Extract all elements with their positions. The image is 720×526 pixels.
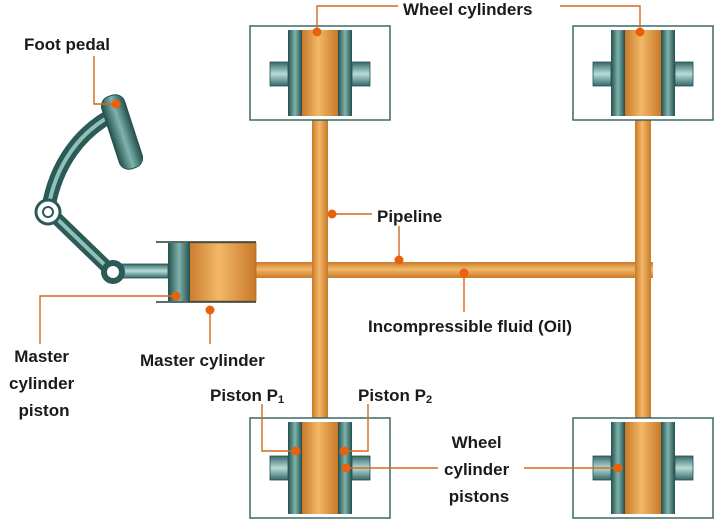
label-foot-pedal: Foot pedal [24, 35, 110, 54]
label-master-cylinder-piston: Master cylinder piston [9, 347, 79, 420]
label-piston-p1-main: Piston P [210, 386, 278, 405]
label-mcp-line-1: Master [14, 347, 69, 366]
label-mcp-line-3: piston [19, 401, 70, 420]
label-wheel-cylinders: Wheel cylinders [403, 0, 532, 19]
master-cylinder-body [187, 242, 257, 302]
label-wheel-cylinder-pistons: Wheel cylinder pistons [444, 433, 514, 506]
wheel-cylinder-top-right [572, 25, 714, 121]
label-piston-p2: Piston P2 [358, 386, 432, 406]
label-piston-p1-sub: 1 [278, 394, 284, 406]
label-piston-p2-sub: 2 [426, 394, 432, 406]
pipe-left-vertical [312, 118, 328, 424]
pipeline-network [255, 118, 653, 424]
label-master-cylinder: Master cylinder [140, 351, 265, 370]
foot-pedal [100, 94, 144, 170]
leader-lines [39, 5, 645, 473]
label-pipeline: Pipeline [377, 207, 442, 226]
label-wcp-line-1: Wheel [452, 433, 502, 452]
master-cylinder [119, 241, 257, 303]
label-wcp-line-2: cylinder [444, 460, 510, 479]
label-incompressible-fluid: Incompressible fluid (Oil) [368, 317, 572, 336]
label-piston-p1: Piston P1 [210, 386, 284, 406]
foot-pedal-assembly [34, 94, 144, 284]
label-piston-p2-main: Piston P [358, 386, 426, 405]
pipe-main-horizontal [255, 262, 653, 278]
label-mcp-line-2: cylinder [9, 374, 75, 393]
label-wcp-line-3: pistons [449, 487, 509, 506]
wheel-cylinder-top-left [249, 25, 391, 121]
pipe-right-vertical [635, 118, 651, 424]
master-piston-rod [119, 263, 169, 279]
master-cylinder-piston [168, 243, 190, 301]
